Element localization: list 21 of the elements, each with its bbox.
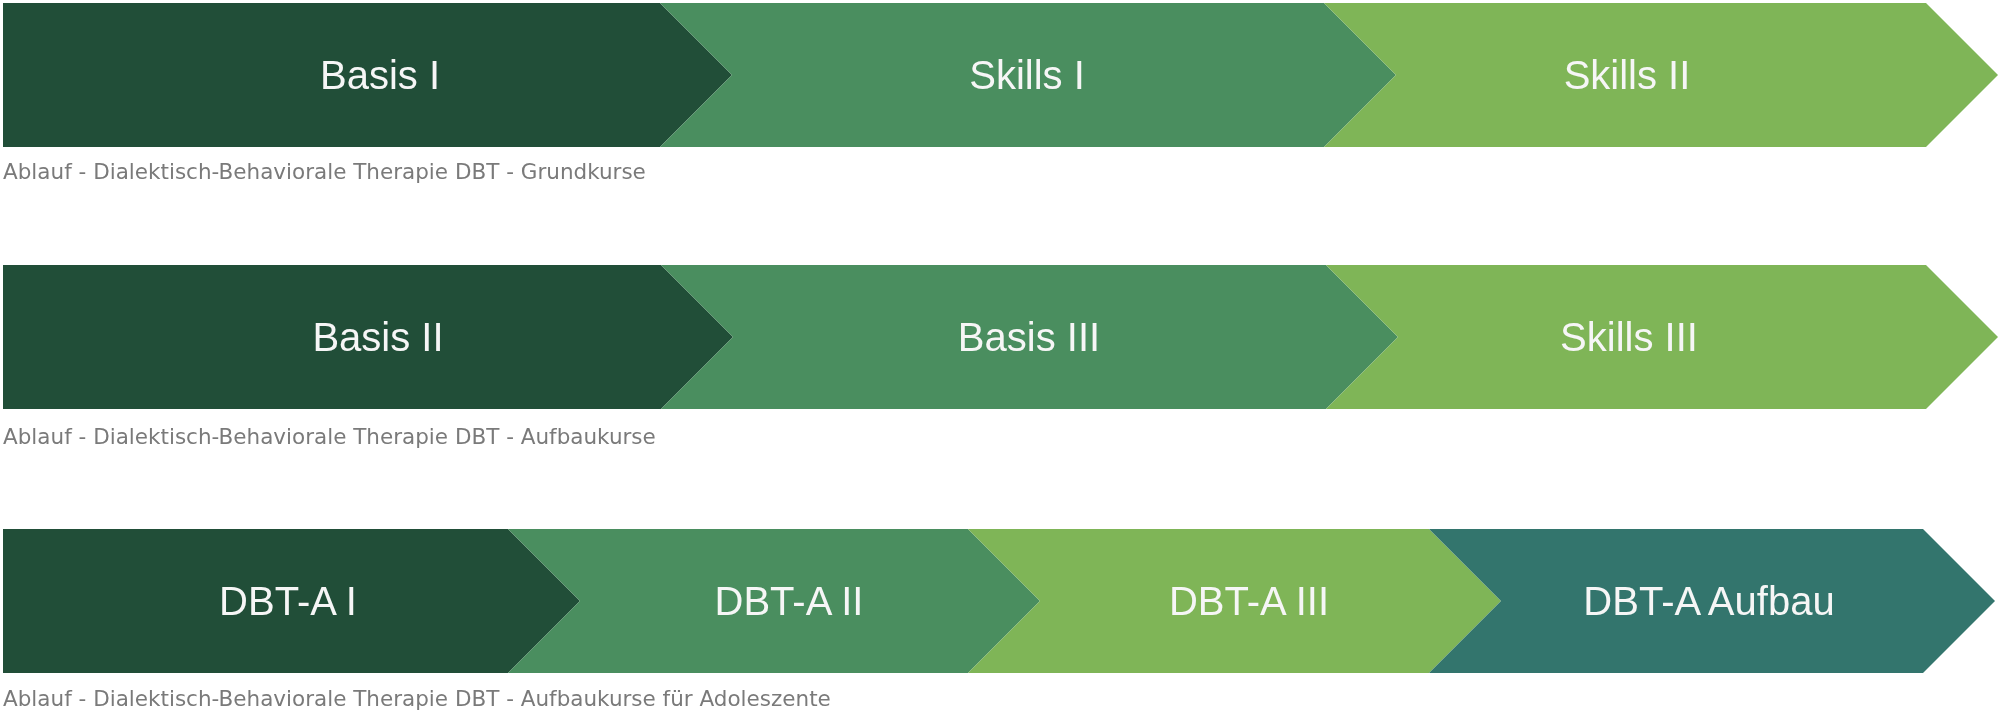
chevron-step <box>1326 265 1998 409</box>
step-label: DBT-A II <box>714 579 864 623</box>
chevron-step <box>508 529 1040 673</box>
chevron-step <box>3 265 733 409</box>
step-label: Skills II <box>1563 53 1691 97</box>
caption: Ablauf - Dialektisch-Behaviorale Therapie DBT - Aufbaukurse <box>3 425 656 450</box>
step-label: DBT-A I <box>219 579 357 623</box>
step-label: Basis III <box>957 315 1101 359</box>
caption: Ablauf - Dialektisch-Behaviorale Therapie DBT - Grundkurse <box>3 160 646 185</box>
chevron-step <box>1324 3 1998 147</box>
caption: Ablauf - Dialektisch-Behaviorale Therapie DBT - Aufbaukurse für Adoleszente <box>3 687 831 712</box>
chevron-step <box>3 3 732 147</box>
step-label: Basis I <box>320 53 440 97</box>
chevron-step <box>1429 529 1995 673</box>
chevron-step <box>968 529 1501 673</box>
step-label: Basis II <box>312 315 444 359</box>
step-label: DBT-A III <box>1169 579 1329 623</box>
step-label: DBT-A Aufbau <box>1583 579 1835 623</box>
step-label: Skills III <box>1560 315 1698 359</box>
chevron-step <box>3 529 580 673</box>
step-label: Skills I <box>969 53 1085 97</box>
